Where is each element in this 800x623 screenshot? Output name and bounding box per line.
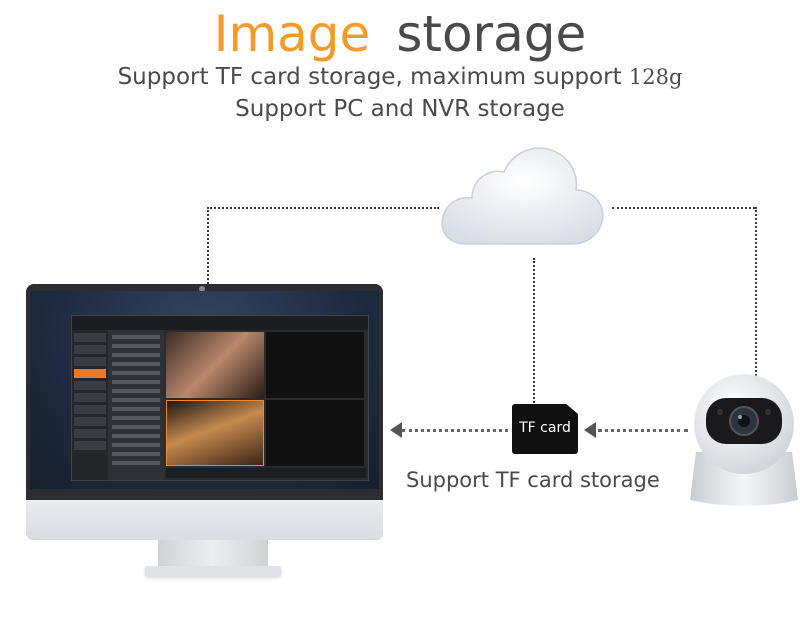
- webcam-icon: [199, 286, 205, 292]
- tree-row: [112, 443, 160, 447]
- sidebar-item: [74, 381, 106, 390]
- sidebar-item: [74, 333, 106, 342]
- subtitle-tf: Support TF card storage, maximum support…: [0, 64, 800, 90]
- title-storage: storage: [396, 5, 587, 63]
- tree-row: [112, 434, 160, 438]
- camera-icon: [690, 374, 798, 506]
- tree-row: [112, 389, 160, 393]
- tree-row: [112, 335, 160, 339]
- monitor-chin: [26, 500, 383, 540]
- tf-card-icon: TF card: [512, 404, 578, 454]
- window-sidebar: [72, 330, 108, 480]
- arrow-left-icon: [390, 422, 402, 438]
- title-image: Image: [213, 5, 371, 63]
- connector-cloud-right: [612, 207, 755, 209]
- arrow-left-icon: [584, 422, 596, 438]
- subtitle-tf-text: Support TF card storage, maximum support: [117, 64, 622, 90]
- tree-row: [112, 461, 160, 465]
- monitor-neck: [158, 540, 268, 568]
- tree-row: [112, 416, 160, 420]
- sidebar-item: [74, 345, 106, 354]
- video-cell: [266, 332, 364, 398]
- sidebar-item: [74, 417, 106, 426]
- tree-row: [112, 362, 160, 366]
- playback-controls: [166, 468, 366, 478]
- sidebar-item: [74, 369, 106, 378]
- subtitle-pc-nvr: Support PC and NVR storage: [235, 96, 565, 122]
- subtitle-capacity: 128g: [628, 65, 683, 89]
- video-cell-selected: [166, 400, 264, 466]
- tree-row: [112, 353, 160, 357]
- monitor-foot: [145, 566, 281, 576]
- monitor-screen: [30, 291, 379, 489]
- sidebar-item: [74, 429, 106, 438]
- tree-row: [112, 452, 160, 456]
- cloud-icon: [441, 147, 604, 245]
- window-titlebar: [72, 316, 368, 330]
- tf-card-label: TF card: [519, 420, 571, 436]
- sidebar-item: [74, 357, 106, 366]
- connector-tf-monitor: [402, 429, 508, 432]
- connector-cloud-down: [533, 258, 535, 403]
- connector-monitor-up: [207, 207, 209, 287]
- connector-camera-tf: [598, 429, 688, 432]
- video-cell: [266, 400, 364, 466]
- sidebar-item: [74, 393, 106, 402]
- connector-cloud-left: [207, 207, 439, 209]
- video-cell: [166, 332, 264, 398]
- sidebar-item: [74, 441, 106, 450]
- sidebar-item: [74, 405, 106, 414]
- software-window: [71, 315, 369, 481]
- connector-camera-up: [755, 207, 757, 387]
- tree-row: [112, 380, 160, 384]
- tree-row: [112, 398, 160, 402]
- tree-row: [112, 344, 160, 348]
- tree-row: [112, 371, 160, 375]
- tree-row: [112, 407, 160, 411]
- tf-card-caption: Support TF card storage: [406, 468, 660, 492]
- video-grid: [166, 332, 366, 466]
- tree-row: [112, 425, 160, 429]
- page-title: Image storage: [0, 4, 800, 64]
- monitor-icon: [26, 284, 383, 540]
- device-tree: [108, 330, 164, 480]
